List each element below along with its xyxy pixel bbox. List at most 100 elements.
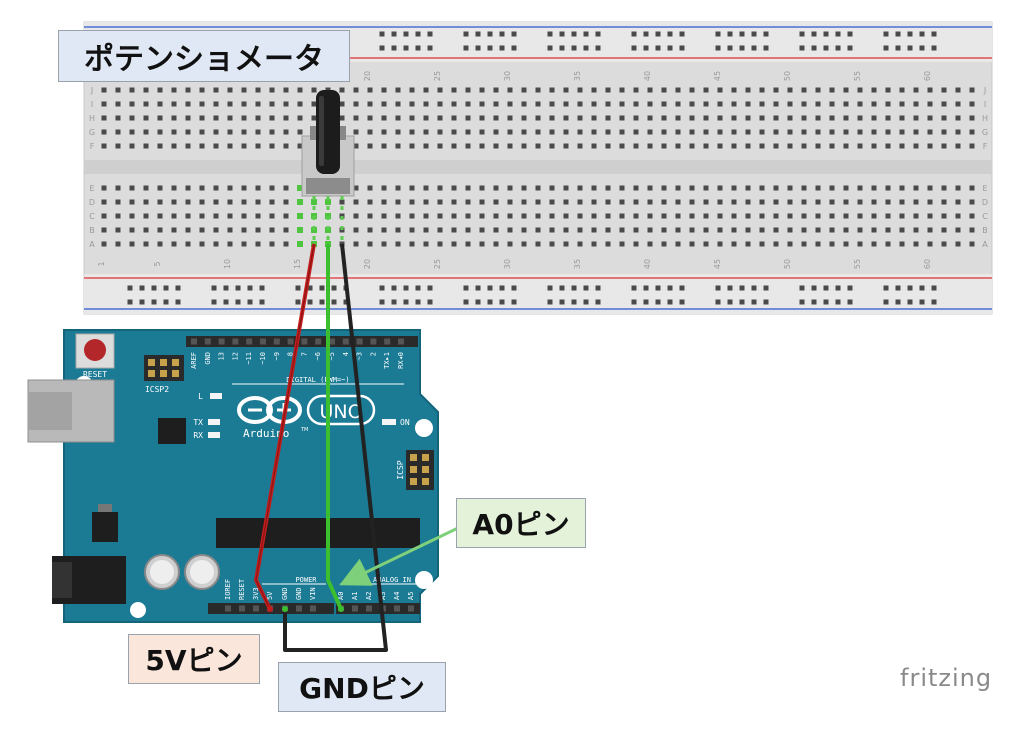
breadboard-hole	[941, 101, 947, 107]
breadboard-hole	[101, 115, 107, 121]
breadboard-hole	[353, 185, 359, 191]
digital-pin-label: 4	[342, 352, 350, 356]
row-letter: J	[90, 86, 93, 95]
breadboard-hole	[941, 129, 947, 135]
breadboard-hole	[871, 115, 877, 121]
column-number: 60	[923, 71, 932, 81]
breadboard-hole	[283, 101, 289, 107]
rail-hole	[295, 299, 301, 305]
breadboard-hole	[563, 87, 569, 93]
breadboard-hole	[381, 115, 387, 121]
breadboard-hole	[605, 143, 611, 149]
breadboard-hole	[311, 115, 317, 121]
digital-pin-label: 12	[231, 352, 239, 360]
rail-hole	[463, 31, 469, 37]
analog-pin-hole	[394, 605, 400, 612]
column-number: 40	[643, 71, 652, 81]
rail-hole	[343, 299, 349, 305]
row-letter: I	[984, 100, 986, 109]
digital-pin-hole	[232, 338, 239, 345]
breadboard-hole	[829, 227, 835, 233]
breadboard-hole	[759, 87, 765, 93]
breadboard-hole	[843, 87, 849, 93]
row-letter: D	[982, 198, 988, 207]
digital-pin-hole	[260, 338, 266, 345]
breadboard-hole	[199, 143, 205, 149]
breadboard-hole	[773, 199, 779, 205]
breadboard-hole	[213, 101, 219, 107]
row-letter: G	[982, 128, 988, 137]
rail-hole	[823, 31, 829, 37]
rail-hole	[799, 285, 805, 291]
breadboard-hole	[227, 101, 233, 107]
icsp-pin	[422, 466, 429, 473]
power-pin-label: 3V3	[252, 587, 260, 600]
digital-pin-label: TX▸1	[383, 352, 391, 369]
rail-hole	[547, 299, 553, 305]
breadboard-hole	[647, 241, 653, 247]
breadboard-hole	[773, 227, 779, 233]
rail-hole	[511, 285, 517, 291]
breadboard-hole	[157, 143, 163, 149]
connected-hole	[297, 227, 303, 233]
breadboard-hole	[353, 87, 359, 93]
digital-pin-label: 2	[369, 352, 377, 356]
breadboard-hole	[591, 241, 597, 247]
breadboard-hole	[899, 199, 905, 205]
breadboard-hole	[577, 185, 583, 191]
led-on	[382, 419, 396, 425]
breadboard-hole	[171, 101, 177, 107]
breadboard-hole	[535, 199, 541, 205]
rail-hole	[823, 299, 829, 305]
arduino-tm-label: TM	[300, 427, 308, 433]
column-number: 25	[433, 259, 442, 269]
breadboard-hole	[451, 199, 457, 205]
breadboard-hole	[745, 227, 751, 233]
wire-end-a0	[338, 606, 344, 612]
digital-pin-label: 7	[300, 352, 308, 356]
breadboard-hole	[353, 213, 359, 219]
breadboard-hole	[899, 143, 905, 149]
rail-hole	[571, 31, 577, 37]
rail-hole	[139, 299, 145, 305]
breadboard-hole	[745, 115, 751, 121]
breadboard-hole	[521, 199, 527, 205]
breadboard-hole	[787, 115, 793, 121]
power-pin-label: 5V	[266, 591, 274, 600]
column-number: 1	[97, 261, 106, 266]
breadboard-hole	[199, 87, 205, 93]
breadboard-hole	[115, 227, 121, 233]
breadboard-hole	[535, 87, 541, 93]
breadboard-hole	[339, 101, 345, 107]
breadboard-holes	[101, 31, 975, 305]
breadboard-hole	[773, 143, 779, 149]
rail-hole	[931, 31, 937, 37]
breadboard-hole	[395, 185, 401, 191]
breadboard-hole	[633, 213, 639, 219]
breadboard-hole	[577, 101, 583, 107]
rail-hole	[211, 299, 217, 305]
breadboard-hole	[115, 87, 121, 93]
breadboard-hole	[913, 213, 919, 219]
wire-signal	[326, 244, 343, 610]
rail-hole	[379, 31, 385, 37]
breadboard-hole	[269, 227, 275, 233]
breadboard-hole	[857, 199, 863, 205]
breadboard-hole	[745, 241, 751, 247]
rail-hole	[643, 45, 649, 51]
breadboard-hole	[605, 115, 611, 121]
breadboard-hole	[185, 115, 191, 121]
breadboard-hole	[493, 101, 499, 107]
breadboard-hole	[143, 129, 149, 135]
breadboard-hole	[367, 199, 373, 205]
rail-hole	[151, 285, 157, 291]
rail-hole	[847, 299, 853, 305]
breadboard-hole	[157, 241, 163, 247]
rail-hole	[235, 285, 241, 291]
digital-pin-hole	[342, 338, 349, 345]
rail-hole	[883, 299, 889, 305]
breadboard-hole	[409, 185, 415, 191]
rail-hole	[475, 45, 481, 51]
breadboard-hole	[773, 87, 779, 93]
